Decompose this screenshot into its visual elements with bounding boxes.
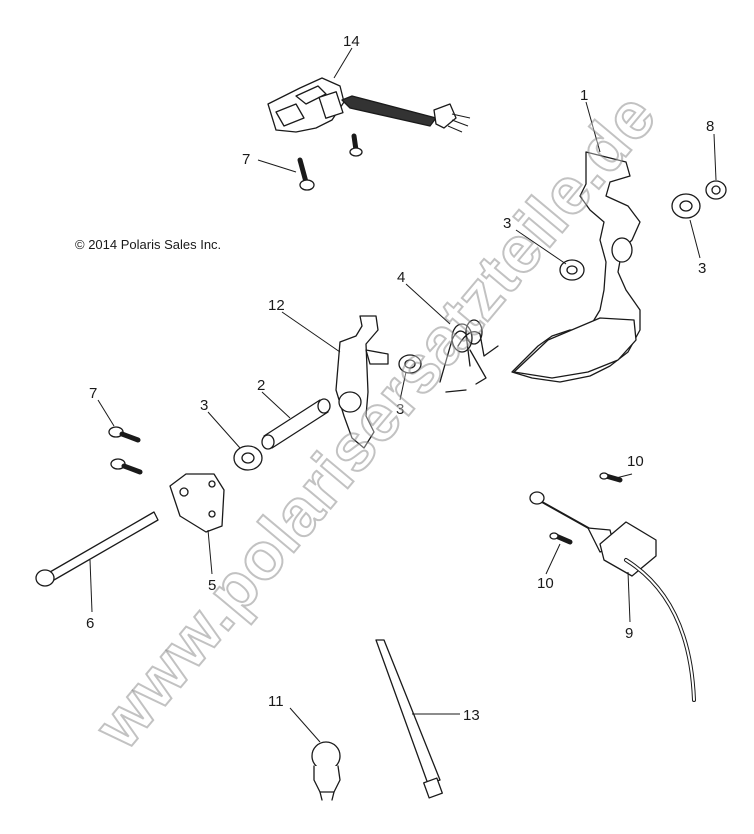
callout-10-upper: 10 [627,453,644,470]
callout-11: 11 [268,693,284,710]
part-3-bushing-right [671,193,701,219]
callout-14: 13 [463,707,480,724]
callout-2: 2 [257,377,265,394]
part-14-cable-tie [375,639,443,799]
part-2-pivot-tube [261,398,331,450]
part-5-mounting-bracket [169,473,225,533]
callout-1: 1 [580,87,588,104]
callout-3-left: 3 [200,397,208,414]
part-12-pedal-arm [335,315,389,449]
part-3-bushing-left [233,445,263,471]
spring-coil [341,95,437,127]
callout-labels: 14 7 1 8 3 3 4 12 3 2 3 7 5 6 10 10 9 11… [86,33,714,724]
callout-7-left: 7 [89,385,97,402]
copyright-text: © 2014 Polaris Sales Inc. [75,237,221,252]
part-3-bushing-center [398,354,422,374]
callout-12: 12 [268,297,285,314]
callout-13: 14 [343,33,360,50]
callout-6: 6 [86,615,94,632]
callout-8: 8 [706,118,714,135]
part-9-cable [529,491,696,702]
part-6-long-bolt [35,511,159,587]
part-3-bushing-mid [559,259,585,281]
part-11-cable-clip [311,741,341,801]
callout-10-lower: 10 [537,575,554,592]
callout-3-right: 3 [698,260,706,277]
callout-4: 4 [397,269,405,286]
part-13-switch-assembly [267,77,471,133]
callout-3-center: 3 [396,401,404,418]
part-7-screw-left-1 [108,426,141,443]
callout-3-mid: 3 [503,215,511,232]
part-10-pin-upper [599,472,623,483]
part-1-brake-pedal [511,151,641,383]
part-4-return-spring [439,319,499,393]
part-8-bushing [705,180,727,200]
callout-5: 5 [208,577,216,594]
part-7-screw-top-2 [349,133,363,157]
callout-7-top: 7 [242,151,250,168]
callout-9: 9 [625,625,633,642]
leader-lines [89,47,717,743]
part-7-screw-left-2 [110,458,143,475]
part-7-screw-top-1 [297,157,315,191]
part-10-pin-lower [549,532,573,545]
